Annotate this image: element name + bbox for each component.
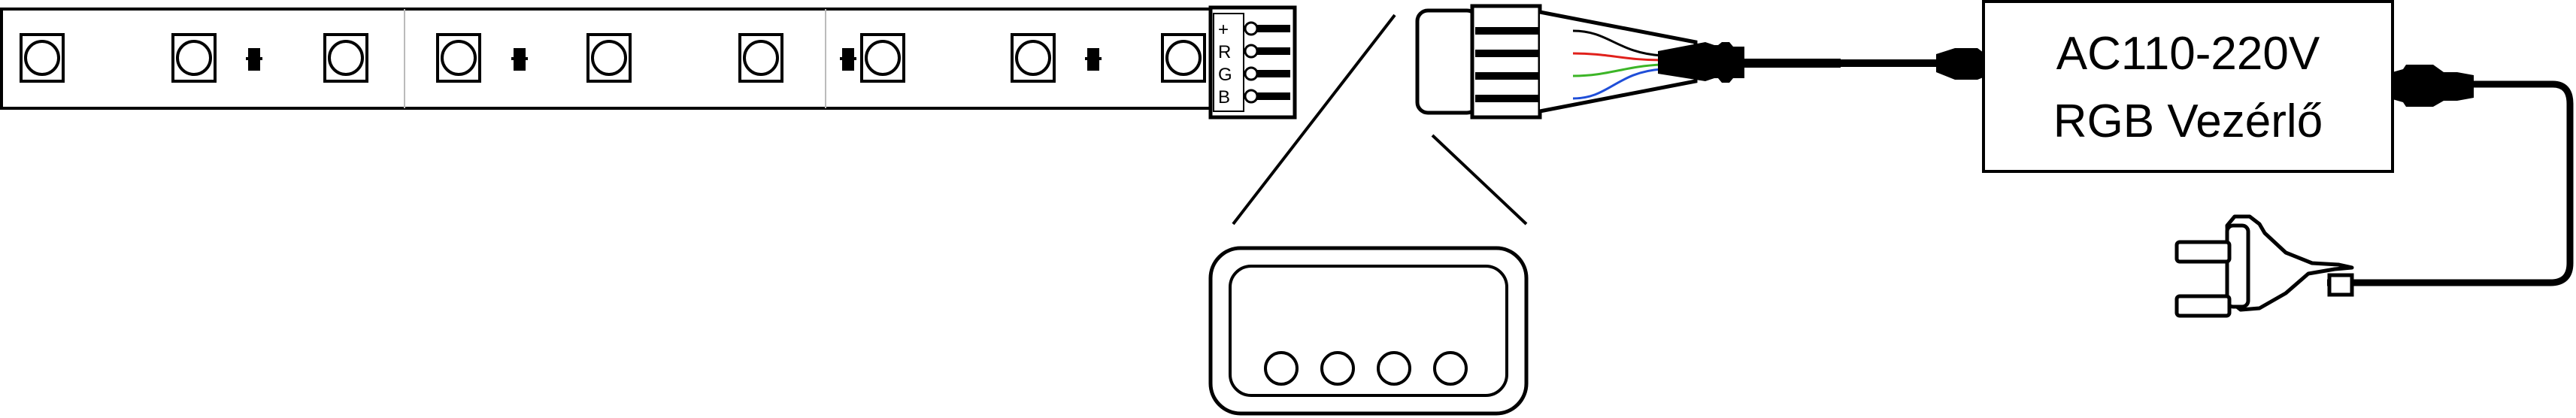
terminal-contact	[1244, 89, 1259, 104]
controller-line-2: RGB Vezérlő	[2053, 95, 2323, 147]
terminal-label: +	[1218, 20, 1229, 40]
rgb-controller-box: AC110-220V RGB Vezérlő	[1982, 0, 2394, 173]
led-group	[20, 33, 1206, 83]
terminal-contact	[1244, 44, 1259, 59]
led-chip	[860, 33, 905, 83]
resistor	[511, 48, 528, 71]
wire-green	[1572, 63, 1662, 77]
socket-pin-hole	[1433, 351, 1468, 386]
terminal-label: B	[1218, 87, 1230, 108]
wire-blue	[1572, 68, 1662, 100]
socket-pin-hole	[1377, 351, 1411, 386]
strip-terminal-block: +RGB	[1208, 5, 1297, 120]
wire-red	[1572, 52, 1662, 62]
led-chip	[20, 33, 65, 83]
terminal-label: G	[1218, 65, 1232, 85]
cable-strain-relief-output	[2393, 65, 2474, 107]
led-chip	[436, 33, 481, 83]
led-chip	[171, 33, 217, 83]
cable-strain-relief	[1936, 48, 1985, 80]
led-chip	[1161, 33, 1206, 83]
mains-cable	[2327, 80, 2574, 286]
zoom-line-left	[1232, 14, 1396, 226]
resistor	[840, 48, 856, 71]
terminal-label: R	[1218, 42, 1231, 62]
led-chip	[586, 33, 632, 83]
led-strip: +RGB	[0, 5, 1297, 120]
mains-plug	[2174, 214, 2354, 318]
resistor	[1085, 48, 1102, 71]
terminal-contact	[1244, 66, 1259, 81]
controller-line-1: AC110-220V	[2056, 28, 2320, 80]
wire-black	[1572, 29, 1662, 57]
rgb-connector-plug	[1415, 4, 1841, 120]
socket-pin-hole	[1264, 351, 1299, 386]
led-chip	[1011, 33, 1056, 83]
terminal-contact	[1244, 21, 1259, 36]
socket-pin-hole	[1320, 351, 1355, 386]
resistor-group	[246, 48, 1102, 71]
led-chip	[738, 33, 783, 83]
female-socket-closeup	[1208, 246, 1529, 416]
zoom-line-right	[1431, 134, 1528, 226]
resistor	[246, 48, 262, 71]
led-chip	[323, 33, 368, 83]
